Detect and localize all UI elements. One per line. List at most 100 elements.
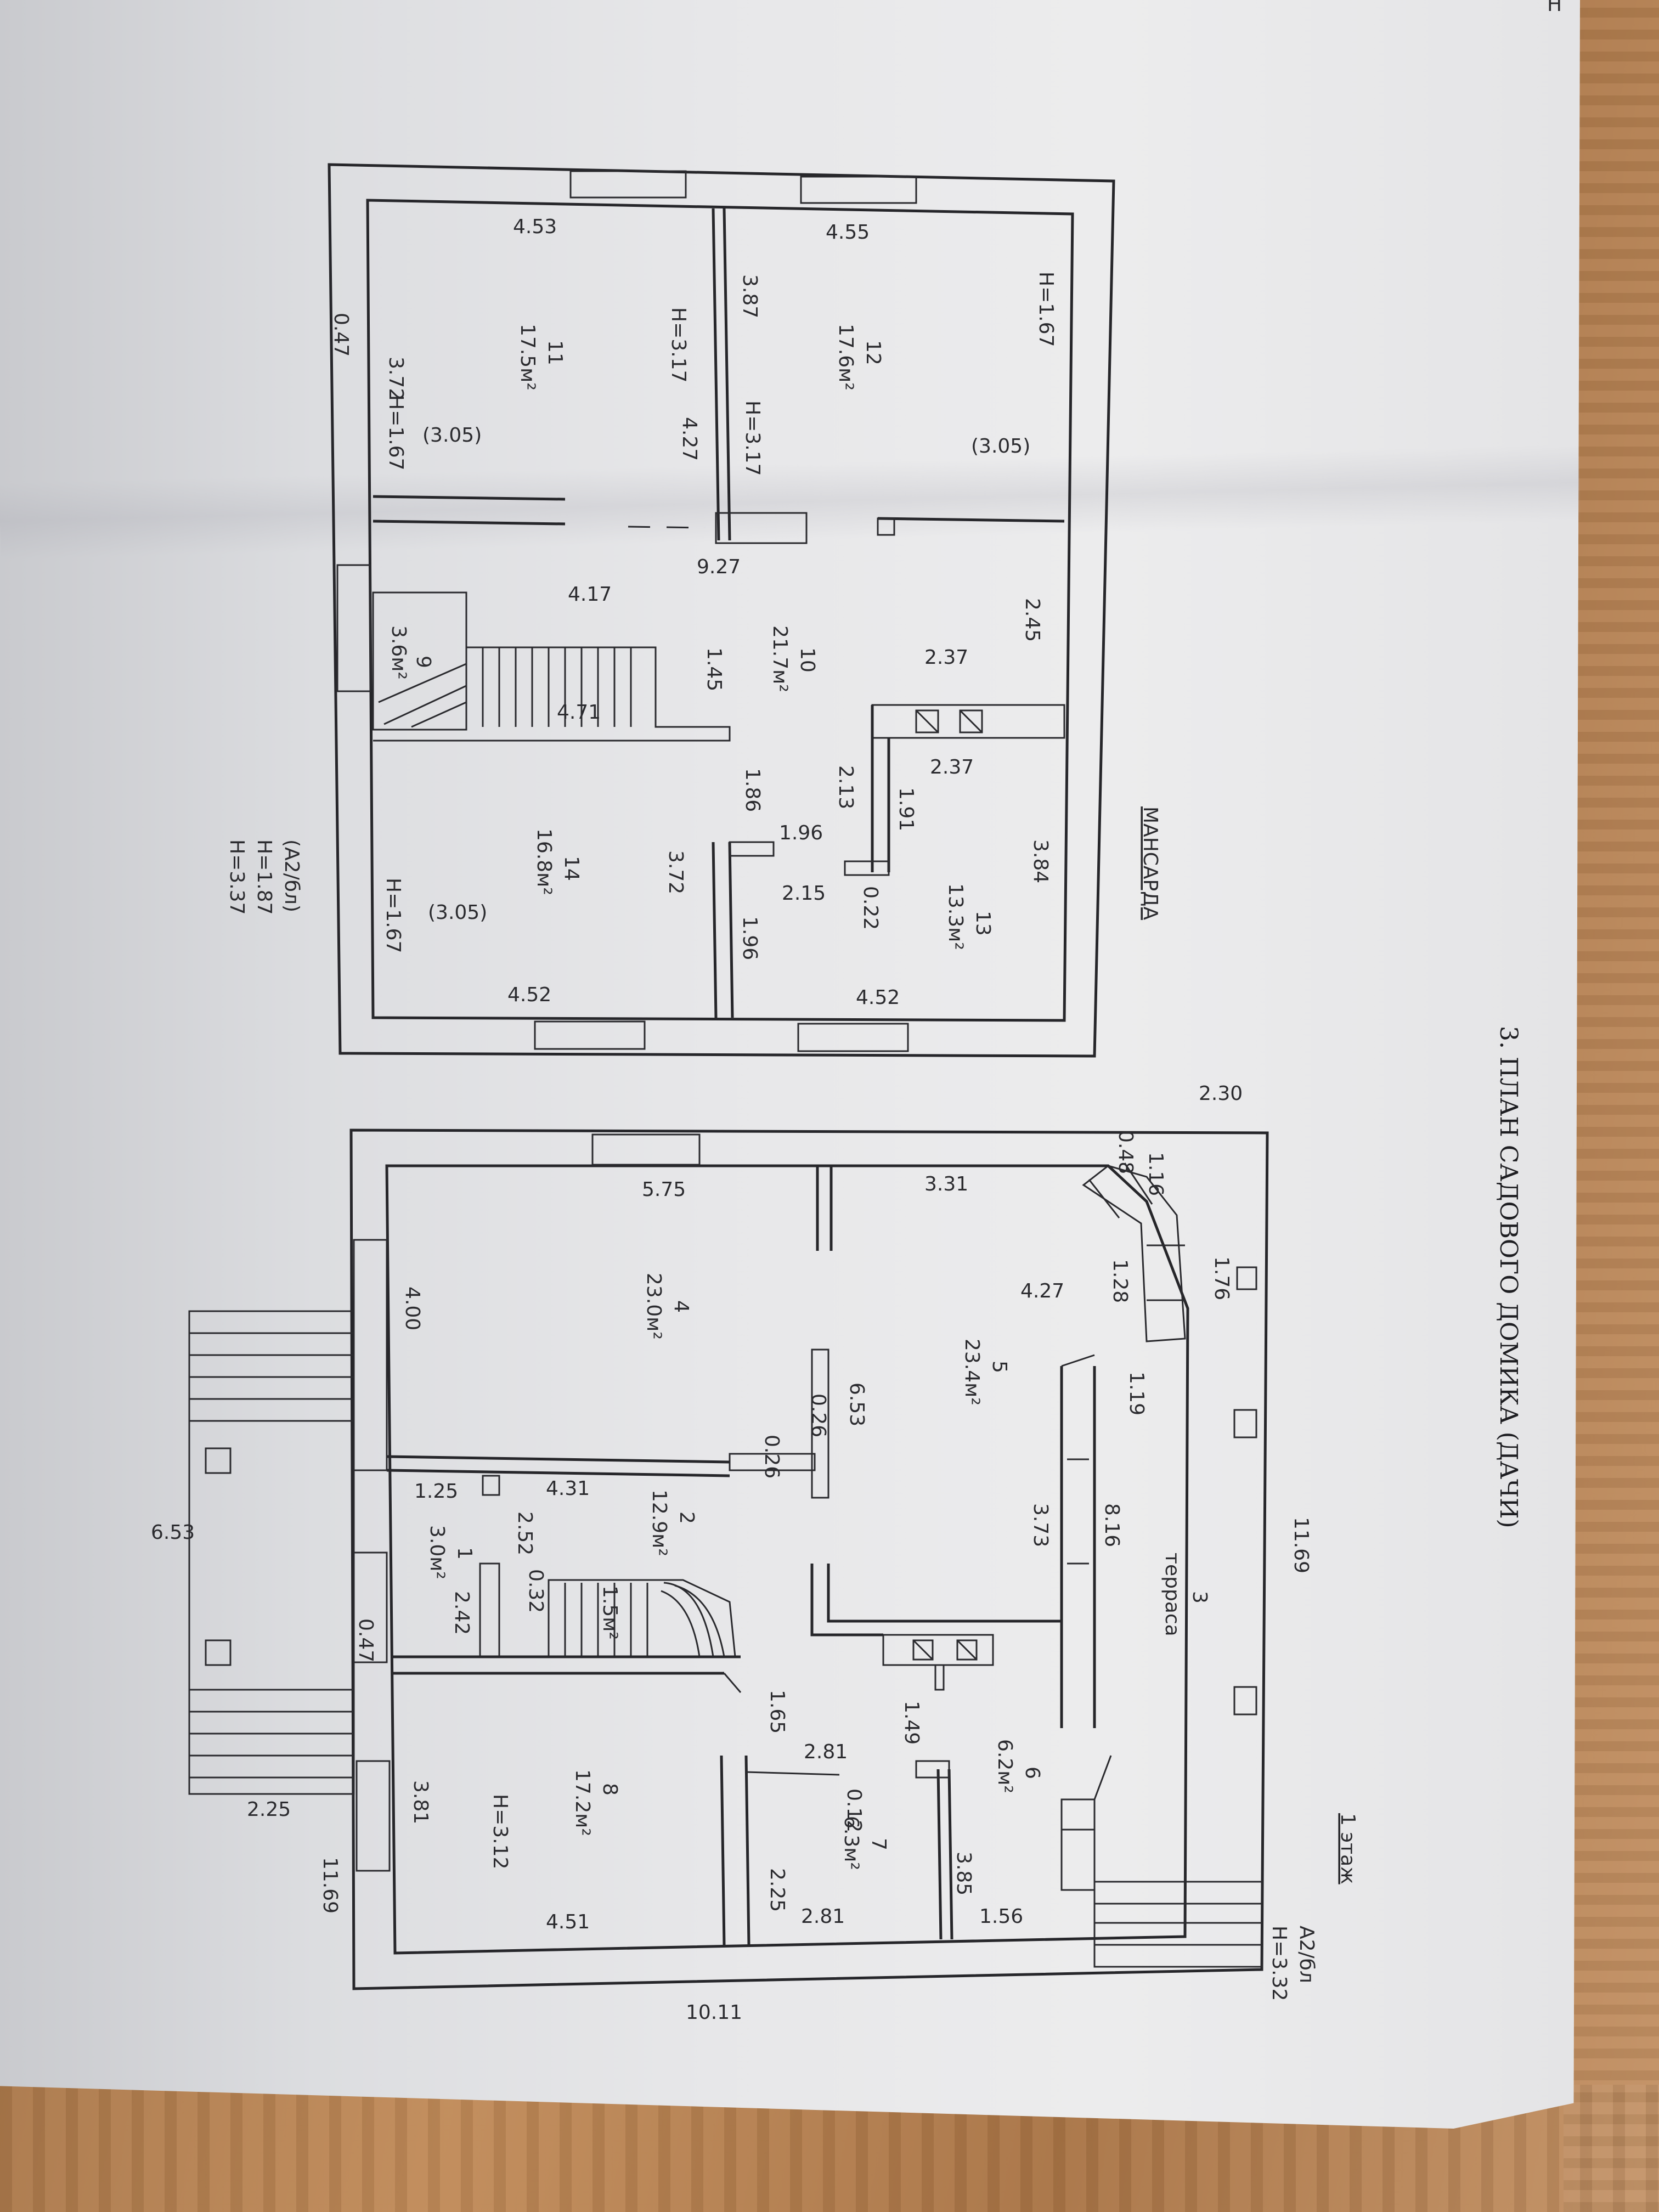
room-number: 14 (560, 856, 583, 881)
room-number: 8 (599, 1783, 621, 1796)
attic-window (534, 1020, 646, 1050)
dim: 5.75 (642, 1178, 686, 1201)
dim: 3.72 (664, 850, 687, 894)
room-area: 16.8м² (533, 828, 555, 895)
dim: 11.69 (319, 1857, 341, 1914)
attic-section-label: МАНСАРДА (1139, 806, 1161, 920)
dim: 4.53 (513, 216, 557, 238)
dim: 2.13 (834, 765, 857, 809)
room-number: 5 (988, 1361, 1011, 1373)
attic-window (797, 1023, 909, 1052)
dim: 1.49 (900, 1701, 923, 1745)
dim: 0.32 (524, 1569, 547, 1613)
dim: 11.69 (1290, 1517, 1312, 1573)
dim: 3.81 (409, 1780, 432, 1824)
dim: 0.22 (859, 886, 882, 930)
dim: 2.30 (1199, 1082, 1243, 1105)
dim: 1.25 (414, 1480, 458, 1503)
attic-window (569, 170, 687, 199)
dim: 9.27 (697, 556, 741, 578)
attic-plan (328, 163, 1115, 1058)
dim: 4.52 (856, 986, 900, 1009)
dim: 2.81 (801, 1905, 845, 1928)
ground-stamp-1: А2/бл (1295, 1926, 1318, 1983)
dim: 10.11 (686, 2001, 742, 2024)
room-area: 17.6м² (834, 324, 857, 391)
room-area: 21.7м² (769, 625, 791, 692)
room-area: 6.2м² (994, 1739, 1016, 1793)
room-number: 3 (1188, 1591, 1211, 1604)
dim: 2.81 (804, 1741, 848, 1763)
dim: 2.37 (930, 756, 974, 778)
ground-outer-wall (349, 1128, 1269, 1990)
dim: 3.85 (952, 1852, 975, 1895)
dim: 4.27 (678, 417, 701, 461)
ground-section-label: 1 этаж (1336, 1813, 1359, 1884)
dim: 1.96 (779, 822, 823, 844)
attic-stamp-1: (А2/бл) (280, 839, 303, 912)
dim: 2.25 (766, 1868, 788, 1912)
room-area: 13.3м² (944, 883, 967, 950)
dim: 6.53 (845, 1383, 868, 1426)
ground-floor-plan (188, 1128, 1269, 1990)
dim: 3.72 (385, 357, 407, 400)
dim: 0.47 (354, 1618, 377, 1662)
dim: 4.31 (546, 1477, 590, 1500)
dim: 0.12 (843, 1788, 865, 1832)
room-area: 23.4м² (961, 1339, 983, 1406)
dim: (3.05) (971, 435, 1030, 458)
dim: H=3.17 (741, 400, 764, 476)
dim: 0.26 (807, 1393, 830, 1437)
room-area: 17.5м² (516, 324, 539, 391)
dim: 2.37 (924, 646, 968, 669)
dim: 3.31 (924, 1173, 968, 1195)
dim: 2.15 (782, 882, 826, 905)
room-area: 3.0м² (426, 1525, 448, 1579)
dim: 1.5м² (599, 1585, 621, 1640)
dim: 4.51 (546, 1911, 590, 1933)
attic-window (336, 564, 371, 692)
room-area: 3.6м² (387, 625, 410, 680)
dim: 1.91 (895, 787, 917, 831)
dim: (3.05) (422, 424, 482, 447)
dim: (3.05) (428, 901, 487, 924)
dim: 1.16 (1144, 1152, 1167, 1196)
room-number: 9 (412, 656, 435, 668)
dim: 0.26 (760, 1435, 783, 1479)
dim: 1.86 (741, 768, 764, 812)
dim: 2.25 (247, 1798, 291, 1821)
room-number: 12 (862, 340, 884, 365)
page-title: 3. ПЛАН САДОВОГО ДОМИКА (ДАЧИ) (1494, 1026, 1522, 1528)
dim: 2.42 (450, 1591, 473, 1635)
dim: H=3.17 (667, 307, 690, 382)
dim: H=1.67 (385, 395, 407, 470)
dim: 3.84 (1029, 839, 1052, 883)
room-number: 10 (796, 647, 819, 673)
dim: H=3.12 (489, 1794, 511, 1869)
dim: 0.47 (330, 313, 352, 357)
dim: 3.87 (738, 274, 761, 318)
dim: 1.28 (1109, 1259, 1131, 1303)
dim: 4.00 (401, 1286, 424, 1330)
dim: 4.52 (507, 984, 551, 1006)
dim: 4.17 (568, 583, 612, 606)
dim: 1.96 (738, 916, 761, 960)
dim: 1.76 (1210, 1256, 1233, 1300)
ground-stamp-2: H=3.32 (1268, 1926, 1290, 2001)
room-number: 6 (1021, 1767, 1043, 1779)
room-number: 1 (453, 1547, 476, 1560)
entrance-porch (188, 1310, 355, 1795)
dim: 6.53 (151, 1521, 195, 1544)
room-number: 2 (675, 1511, 698, 1524)
room-area: 17.2м² (571, 1769, 594, 1836)
ground-labels: 1 этаж А2/бл H=3.32 4 23.0м² 5 23.4м² 2 … (151, 1082, 1359, 2024)
room-number: 7 (867, 1838, 890, 1850)
attic-outer-wall (328, 163, 1115, 1058)
room-area: 12.9м² (648, 1489, 670, 1556)
dim: 0.48 (1114, 1130, 1137, 1174)
dim: 3.73 (1029, 1503, 1052, 1547)
attic-stamp-2: H=1.87 (253, 839, 275, 915)
room-number: 11 (544, 340, 566, 365)
dim: H=1.67 (1035, 272, 1057, 347)
page-corner-mark: Н (1547, 0, 1562, 16)
